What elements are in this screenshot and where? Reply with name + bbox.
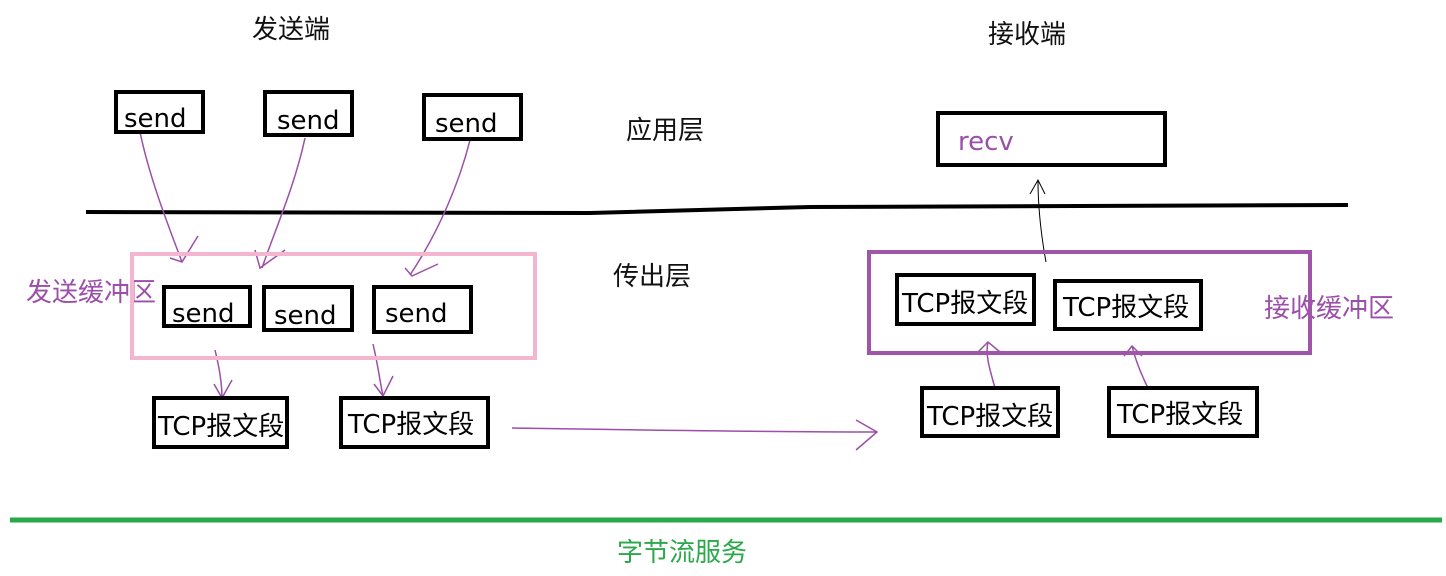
- incoming-segment-box-1: TCP报文段: [920, 386, 1060, 438]
- layer-divider-line: [85, 203, 1349, 216]
- send-segment-box-2: TCP报文段: [339, 396, 490, 449]
- transmit-arrow-line: [511, 427, 877, 433]
- arrowhead-in-1: [977, 340, 1001, 353]
- arrowhead-send-1: [169, 235, 199, 263]
- arrow-send-1: [139, 131, 183, 263]
- arrow-send-3: [409, 139, 471, 276]
- app-send-box-1: send: [114, 90, 205, 134]
- buffer-send-text-2: send: [274, 301, 337, 331]
- buffer-to-recv-arrow: [1029, 178, 1047, 263]
- send-segment-box-1: TCP报文段: [152, 396, 289, 449]
- sender-heading: 发送端: [252, 15, 331, 45]
- app-layer-label: 应用层: [626, 116, 705, 146]
- recv-buffer-segment-box-1: TCP报文段: [895, 273, 1036, 326]
- arrowhead-send-2: [254, 249, 286, 270]
- recv-buffer-segment-text-1: TCP报文段: [902, 289, 1029, 319]
- arrow-in-1: [986, 341, 996, 389]
- buffer-send-text-3: send: [385, 299, 448, 329]
- arrowhead-seg-2: [373, 375, 394, 398]
- app-send-text-2: send: [277, 106, 340, 136]
- recv-buffer: [867, 250, 1312, 355]
- receiver-heading: 接收端: [988, 20, 1067, 50]
- buffer-send-box-2: send: [262, 285, 354, 332]
- incoming-segment-text-1: TCP报文段: [927, 402, 1054, 432]
- incoming-segment-text-2: TCP报文段: [1117, 400, 1244, 430]
- arrow-to-recv-line: [1037, 179, 1047, 263]
- buffer-send-text-1: send: [172, 299, 235, 329]
- recv-buffer-segment-text-2: TCP报文段: [1063, 293, 1190, 323]
- transmit-arrowhead: [855, 419, 879, 451]
- app-send-text-3: send: [435, 109, 498, 139]
- arrow-seg-2: [372, 343, 384, 397]
- send-segment-text-2: TCP报文段: [348, 410, 475, 440]
- byte-stream-label: 字节流服务: [617, 538, 748, 568]
- recv-box: recv: [936, 111, 1167, 167]
- buffer-send-box-1: send: [162, 285, 252, 328]
- arrow-to-recv-head: [1029, 178, 1046, 195]
- arrow-send-2: [261, 137, 306, 269]
- recv-text: recv: [958, 127, 1014, 157]
- recv-buffer-label: 接收缓冲区: [1264, 294, 1395, 324]
- app-send-box-3: send: [422, 93, 523, 141]
- arrow-in-2: [1131, 345, 1149, 389]
- send-buffer: [130, 252, 537, 360]
- incoming-segment-box-2: TCP报文段: [1107, 386, 1259, 438]
- arrowhead-send-3: [404, 263, 439, 277]
- app-send-box-2: send: [263, 90, 354, 137]
- send-segment-text-1: TCP报文段: [158, 412, 285, 442]
- app-to-buffer-arrows: [139, 131, 471, 277]
- transport-layer-label: 传出层: [613, 262, 692, 292]
- send-buffer-label: 发送缓冲区: [26, 278, 157, 308]
- transmit-arrow: [511, 419, 879, 451]
- recv-buffer-segment-box-2: TCP报文段: [1053, 279, 1203, 331]
- app-send-text-1: send: [124, 104, 187, 134]
- arrow-seg-1: [214, 349, 223, 399]
- buffer-send-box-3: send: [372, 285, 473, 334]
